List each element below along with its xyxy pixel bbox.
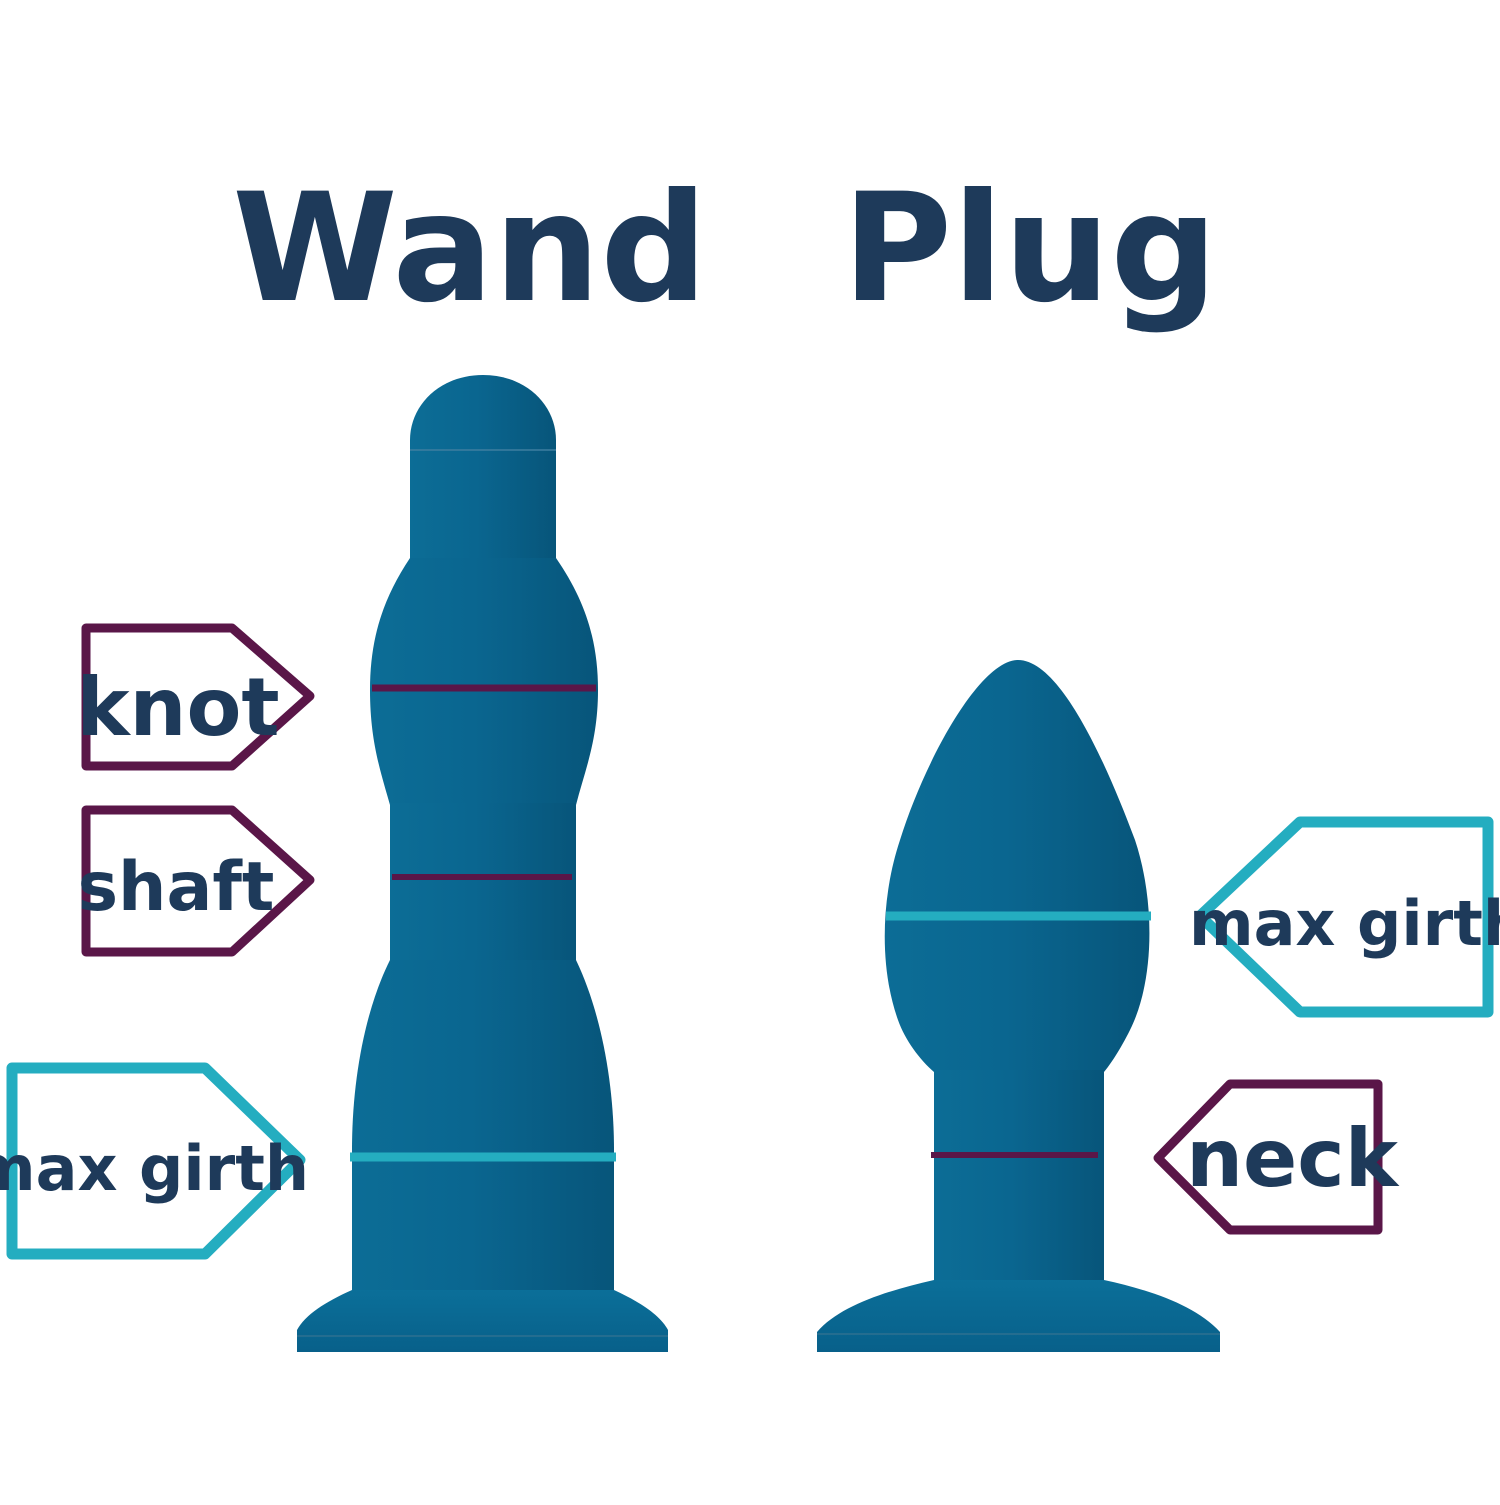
wand-title: Wand [232,162,708,336]
plug-neck-body [934,1070,1104,1300]
plug-max-girth-label: max girth [1189,887,1500,960]
wand-max-girth-tag: max girth [0,1062,309,1260]
wand-shaft-tag: shaft [78,805,315,957]
plug-neck-tag: neck [1153,1079,1400,1235]
wand-illustration [297,375,668,1352]
plug-neck-label: neck [1186,1112,1400,1205]
plug-bulb [884,660,1150,1072]
wand-knot-bulb [370,558,598,805]
wand-shaft-body [390,803,576,962]
plug-illustration [817,660,1220,1352]
wand-base [297,1290,668,1352]
wand-max-girth-label: max girth [0,1132,309,1205]
wand-shaft-label: shaft [78,848,275,927]
plug-base [817,1280,1220,1352]
wand-tip [410,375,556,560]
plug-title: Plug [842,162,1218,336]
wand-knot-label: knot [76,661,279,754]
wand-lower-bulb [352,960,614,1292]
wand-knot-tag: knot [76,623,315,771]
plug-max-girth-tag: max girth [1189,816,1500,1018]
